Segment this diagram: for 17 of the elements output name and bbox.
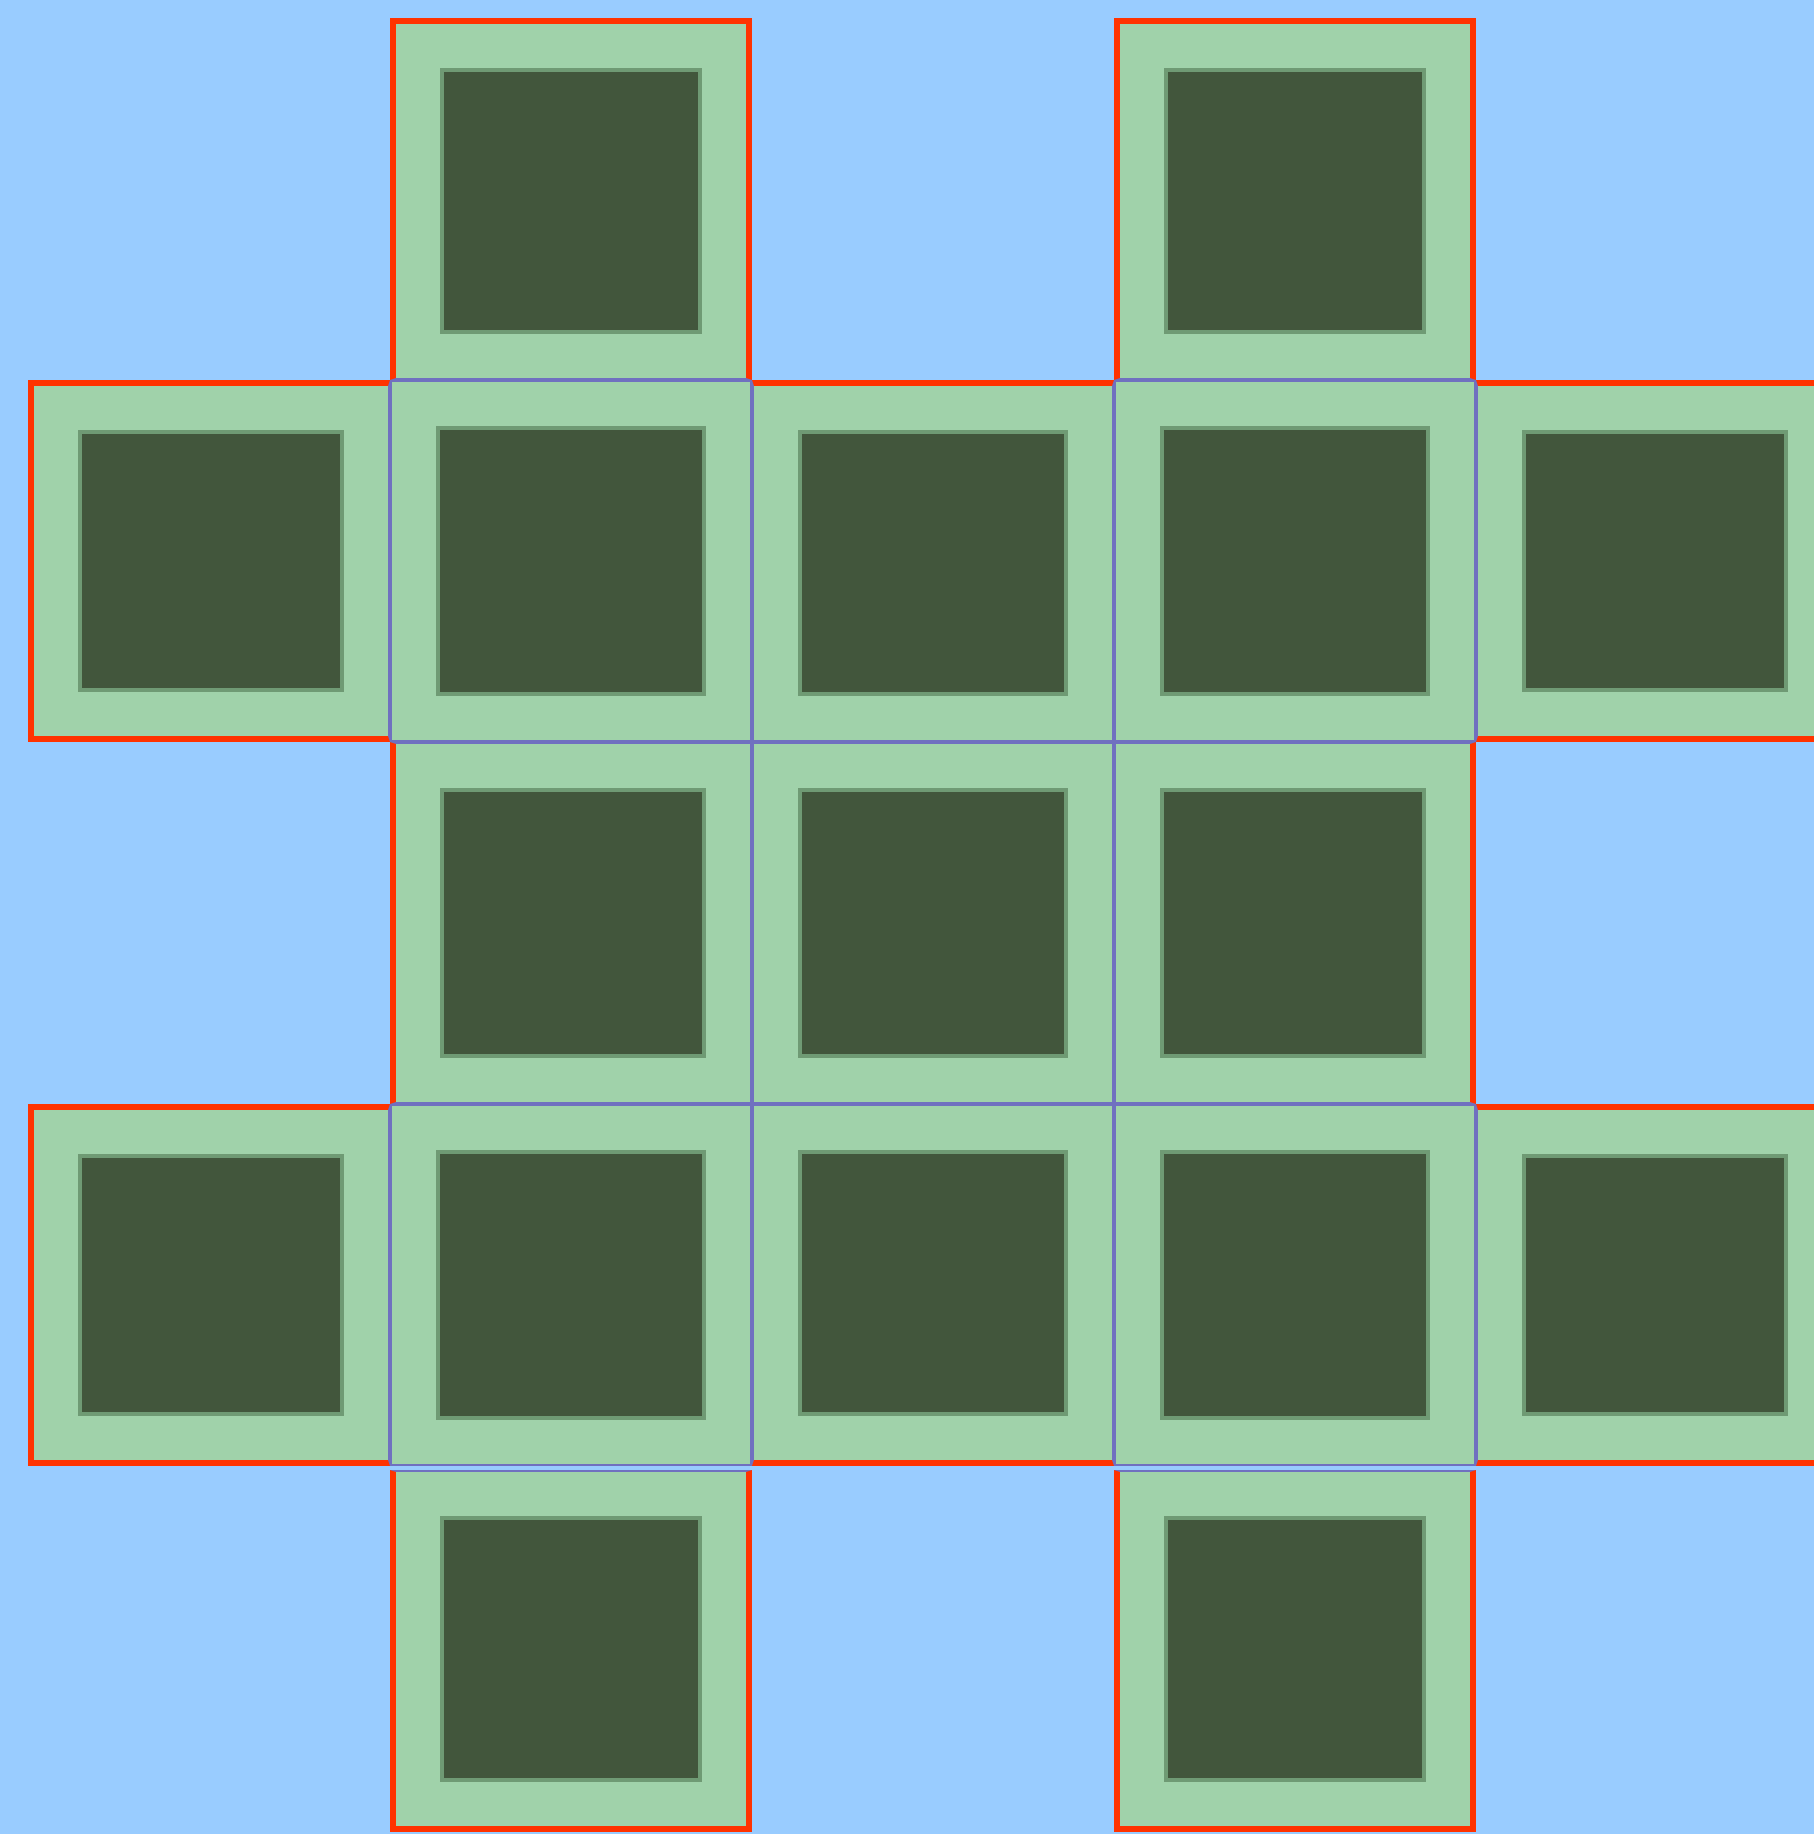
tile [752, 380, 1114, 742]
tile [390, 18, 752, 380]
tile [1114, 1104, 1476, 1466]
tile [28, 380, 390, 742]
tile [390, 380, 752, 742]
tile [390, 1104, 752, 1466]
tile [1114, 742, 1476, 1104]
tile [752, 742, 1114, 1104]
tile [1114, 380, 1476, 742]
tile [390, 1470, 752, 1832]
tile [1476, 1104, 1814, 1466]
tile [1114, 1470, 1476, 1832]
tile [1114, 18, 1476, 380]
tile [1476, 380, 1814, 742]
tile [752, 1104, 1114, 1466]
tile [390, 742, 752, 1104]
tile [28, 1104, 390, 1466]
